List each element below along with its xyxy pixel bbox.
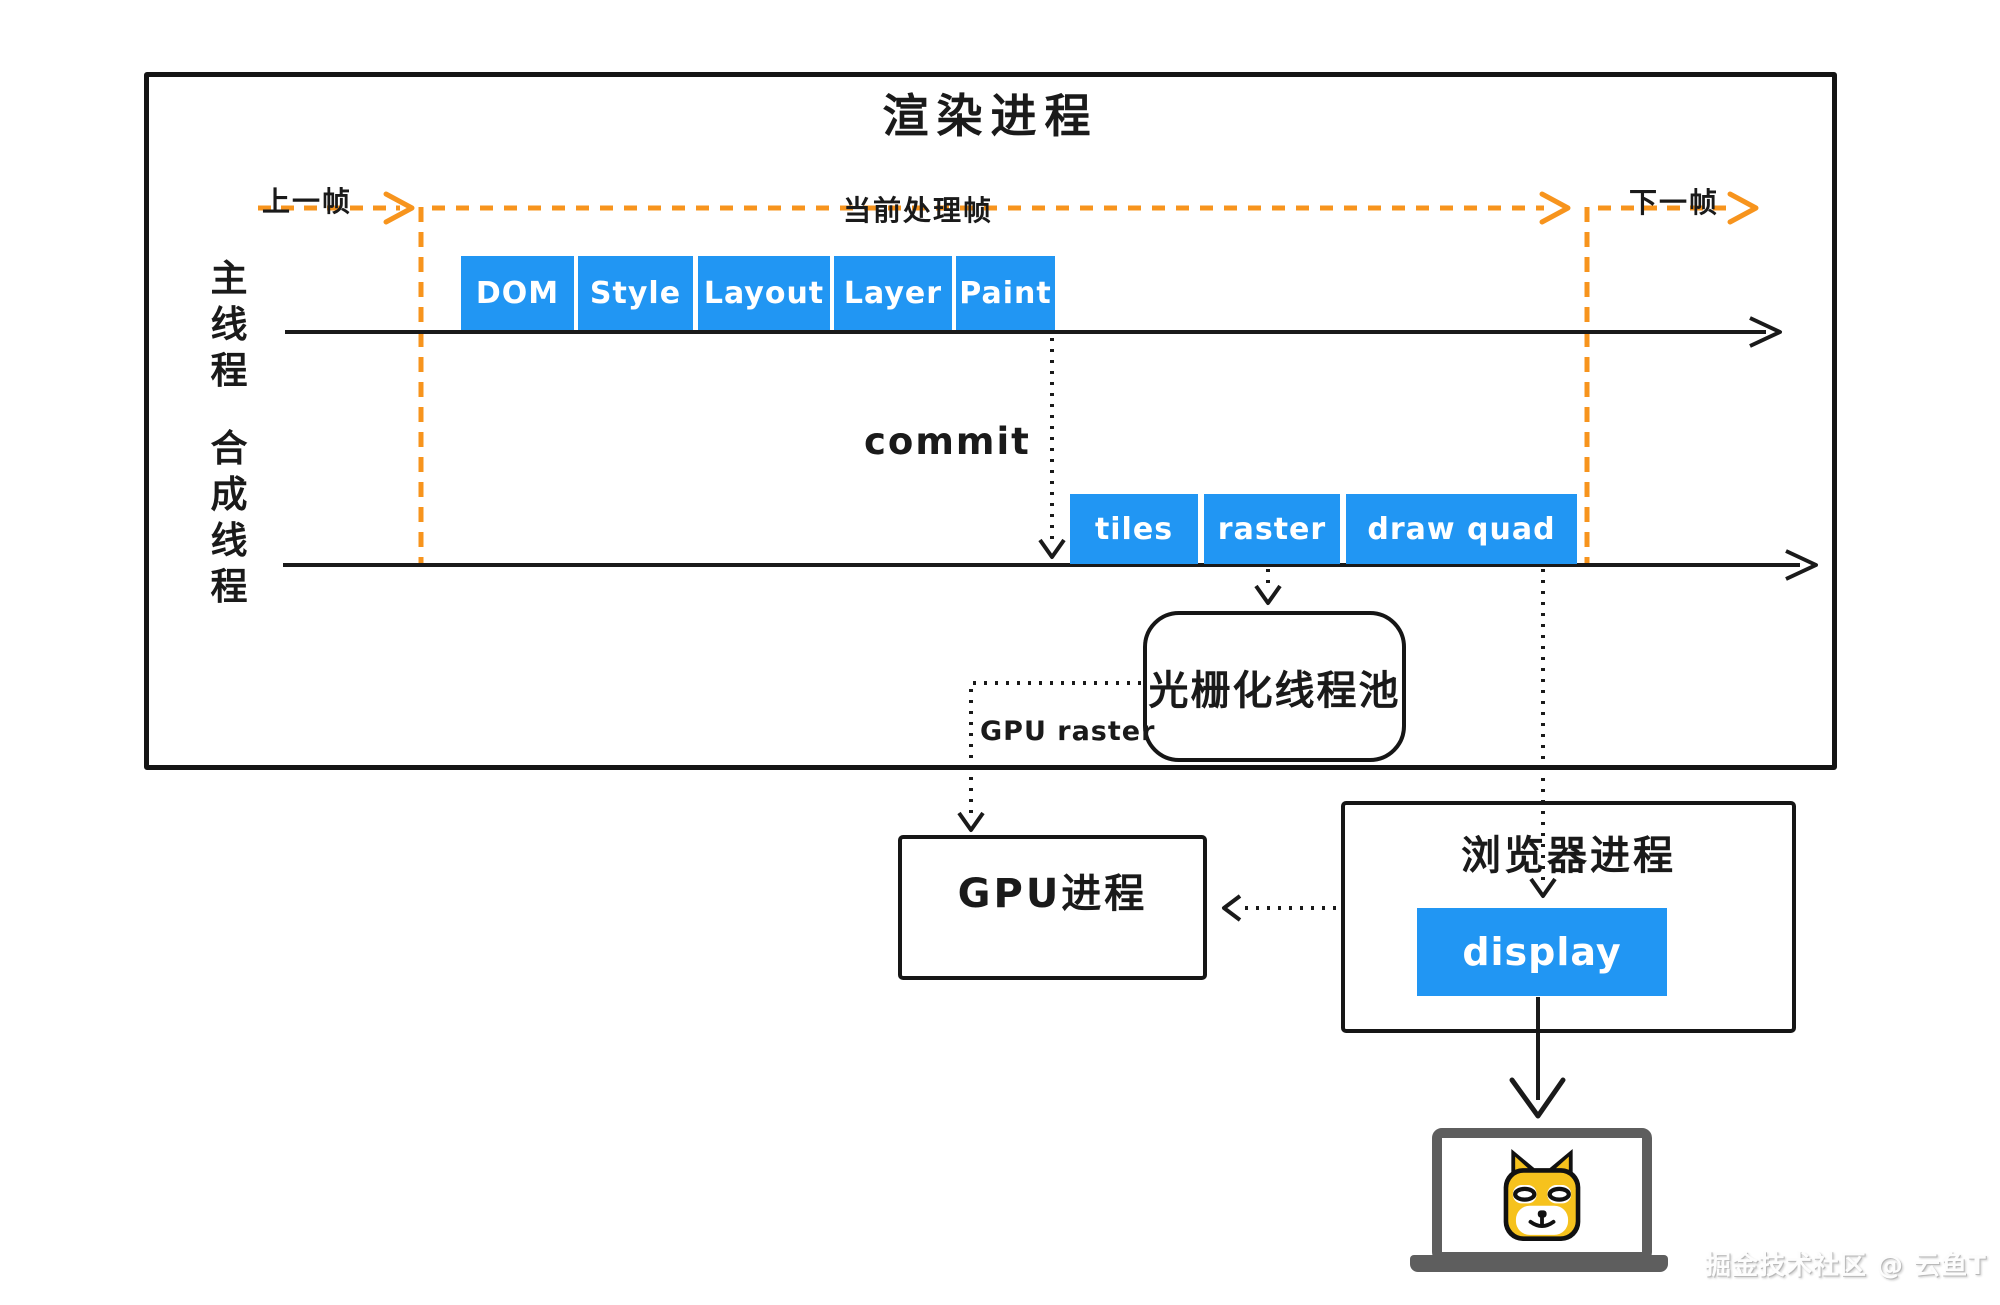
stage-draw-quad: draw quad <box>1346 494 1577 564</box>
display-button: display <box>1417 908 1667 996</box>
stage-raster: raster <box>1204 494 1340 564</box>
render-process-title: 渲染进程 <box>882 89 1099 143</box>
render-process-box <box>144 72 1837 770</box>
stage-layout: Layout <box>698 256 830 330</box>
prev-frame-label: 上一帧 <box>262 185 353 218</box>
next-frame-arrowhead <box>1727 191 1759 225</box>
gpu-process-box: GPU进程 <box>898 835 1207 980</box>
gpu-raster-label: GPU raster <box>980 716 1156 747</box>
stage-paint: Paint <box>956 256 1055 330</box>
display-to-laptop-arrowhead <box>1509 1077 1566 1119</box>
display-to-laptop <box>1509 997 1566 1119</box>
laptop-screen <box>1432 1128 1652 1262</box>
next-frame-label: 下一帧 <box>1629 186 1720 219</box>
thread-timelines <box>283 316 1818 581</box>
gpu-raster-line <box>969 681 1141 816</box>
stage-dom: DOM <box>461 256 574 330</box>
commit-arrowhead <box>1038 538 1066 559</box>
main-thread-label: 主线程 <box>210 257 248 392</box>
raster-pool-box: 光栅化线程池 <box>1143 611 1406 762</box>
frame-timeline-orange <box>258 191 1759 563</box>
stage-tiles: tiles <box>1070 494 1198 564</box>
compositor-thread-arrowhead <box>1785 549 1818 581</box>
compositor-thread-label: 合成线程 <box>210 427 248 608</box>
browser-process-title: 浏览器进程 <box>1461 833 1676 879</box>
stage-layer: Layer <box>834 256 952 330</box>
gpu-raster-arrowhead <box>957 811 985 832</box>
current-frame-arrowhead <box>1539 191 1571 225</box>
raster-pool-label: 光栅化线程池 <box>1148 667 1401 714</box>
watermark: 掘金技术社区 @ 云鱼T <box>1705 1251 1987 1281</box>
stage-style: Style <box>578 256 693 330</box>
main-thread-arrowhead <box>1749 316 1782 348</box>
laptop-base <box>1410 1255 1668 1272</box>
dotted-connectors <box>957 338 1557 922</box>
doge-icon <box>1503 1149 1581 1241</box>
drawquad-to-display-arrowhead <box>1529 877 1557 898</box>
browser-process-box: 浏览器进程 <box>1341 801 1796 1033</box>
prev-frame-arrowhead <box>383 191 415 225</box>
commit-label: commit <box>864 420 1031 463</box>
gpu-process-label: GPU进程 <box>957 871 1148 917</box>
raster-to-pool-arrowhead <box>1254 584 1282 605</box>
browser-to-gpu-arrowhead <box>1222 894 1242 922</box>
current-frame-label: 当前处理帧 <box>843 194 994 227</box>
